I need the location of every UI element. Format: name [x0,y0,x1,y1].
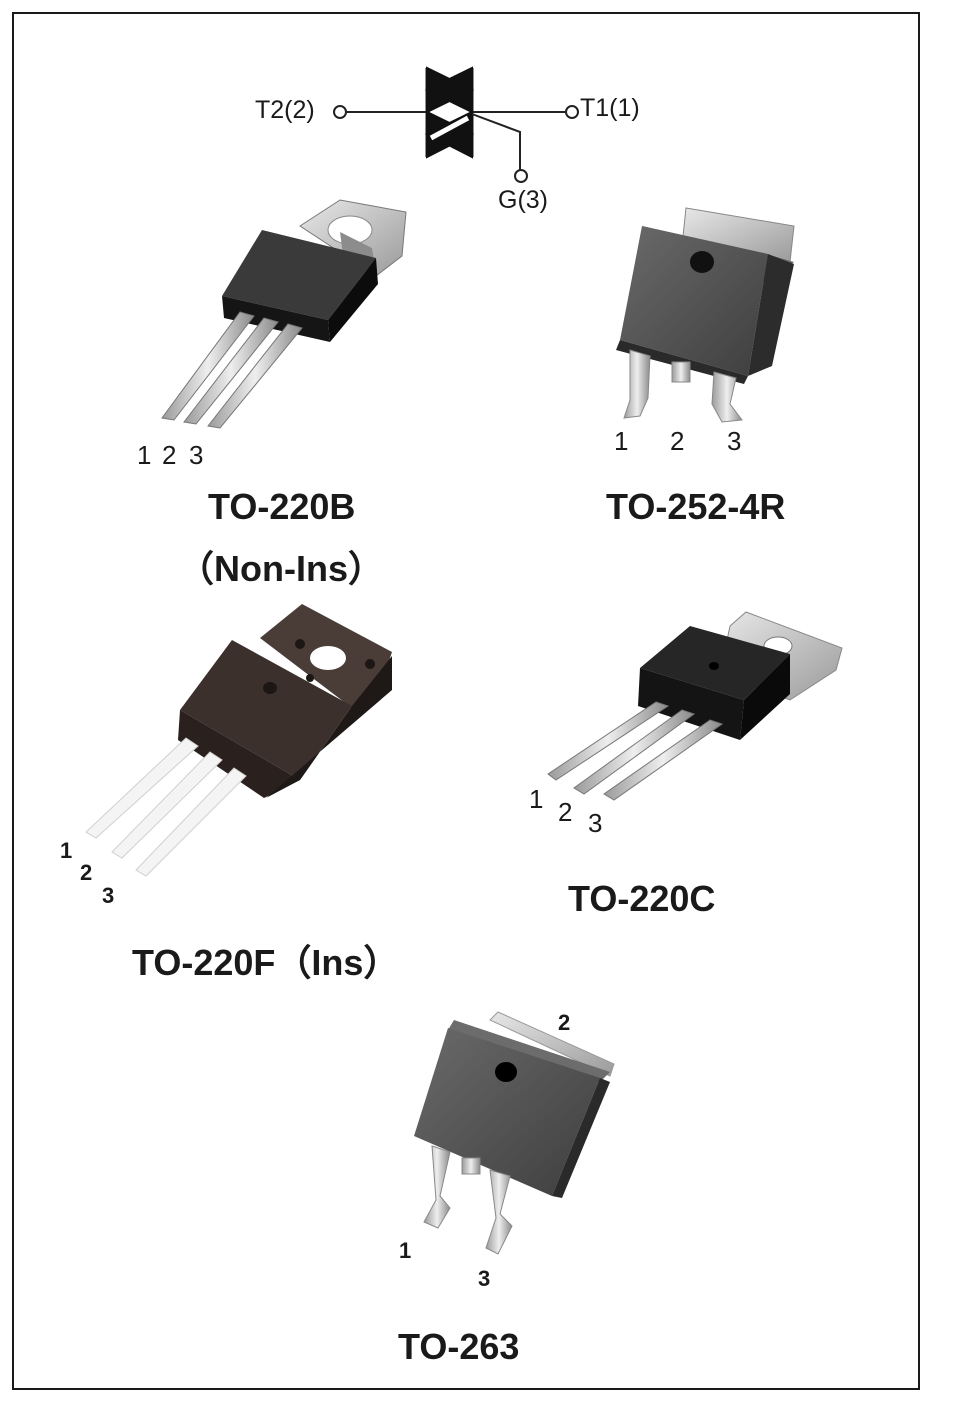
pin-label: 1 [60,838,73,863]
package-note: （Non-Ins） [178,548,384,589]
pin-label: 1 [614,426,629,456]
pin-label: 3 [727,426,742,456]
to263-package [414,1011,615,1255]
triac-symbol [333,66,579,183]
to220c-package [547,611,843,801]
pin-label: 3 [588,808,603,838]
package-name: TO-220B [208,486,356,527]
t1-label: T1(1) [580,94,640,122]
diagram-frame [12,12,920,1390]
gate-label: G(3) [498,186,548,214]
pin-label: 1 [529,784,544,814]
to220b-package [161,199,407,429]
to220f-package [85,604,392,877]
pin-label: 3 [189,440,204,470]
package-name: TO-263 [398,1326,520,1367]
package-name: TO-220C [568,878,716,919]
pin-label: 2 [670,426,685,456]
pin-label: 3 [478,1266,491,1291]
package-name: TO-220F（Ins） [132,942,400,983]
pin-label: 1 [399,1238,412,1263]
t2-label: T2(2) [255,96,315,124]
pin-label: 2 [558,1010,571,1035]
to252-package [616,207,795,423]
pin-label: 3 [102,883,115,908]
pin-label: 2 [80,860,93,885]
package-name: TO-252-4R [606,486,786,527]
pin-label: 2 [162,440,177,470]
pin-label: 1 [137,440,152,470]
pin-label: 2 [558,797,573,827]
